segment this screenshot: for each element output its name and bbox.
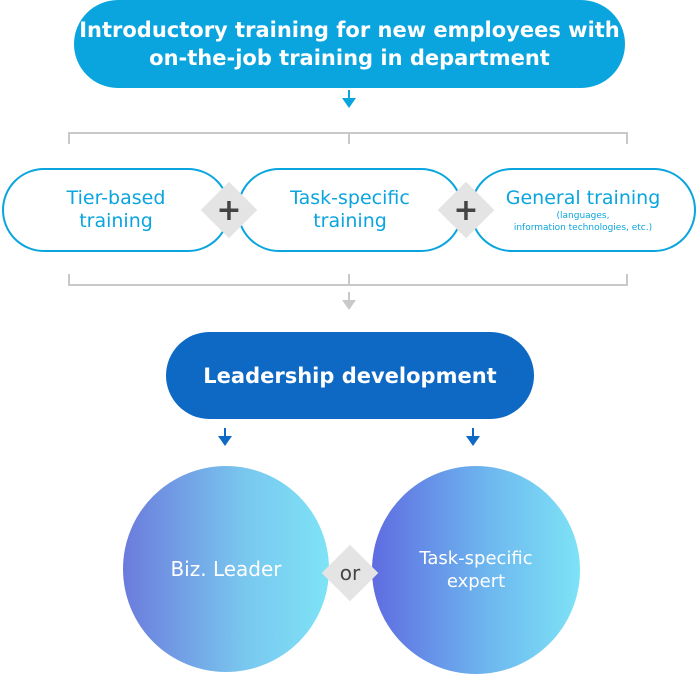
bracket-tick [348,274,350,286]
intro-training-box: Introductory training for new employees … [74,0,625,88]
plus-icon: + [200,181,258,239]
intro-training-line1: Introductory training for new employees … [79,18,620,42]
general-training-box: General training (languages, information… [470,168,696,252]
general-training-sub1: (languages, [556,210,610,221]
tier-based-line2: training [79,210,153,232]
task-specific-expert-line2: expert [446,571,506,592]
intro-training-line2: on-the-job training in department [149,46,550,70]
arrow-down-icon [342,90,356,108]
task-specific-line1: Task-specific [290,187,410,209]
tier-based-line1: Tier-based [66,187,166,209]
plus-sign: + [216,192,242,228]
arrow-down-icon [218,428,232,446]
tier-based-training-box: Tier-based training [2,168,230,252]
or-connector: or [321,544,379,602]
biz-leader-circle: Biz. Leader [123,466,329,672]
general-training-line1: General training [505,186,661,209]
arrow-down-icon [466,428,480,446]
biz-leader-label: Biz. Leader [170,557,282,581]
leadership-development-box: Leadership development [166,332,534,419]
arrow-down-icon [342,292,356,310]
plus-icon: + [437,181,495,239]
or-label: or [339,561,361,585]
task-specific-training-box: Task-specific training [237,168,463,252]
leadership-development-label: Leadership development [203,363,497,388]
task-specific-expert-line1: Task-specific [419,548,533,569]
task-specific-expert-circle: Task-specific expert [372,466,580,674]
general-training-sub2: information technologies, etc.) [513,222,653,233]
bracket-tick [348,132,350,144]
task-specific-line2: training [313,210,387,232]
plus-sign: + [453,192,479,228]
